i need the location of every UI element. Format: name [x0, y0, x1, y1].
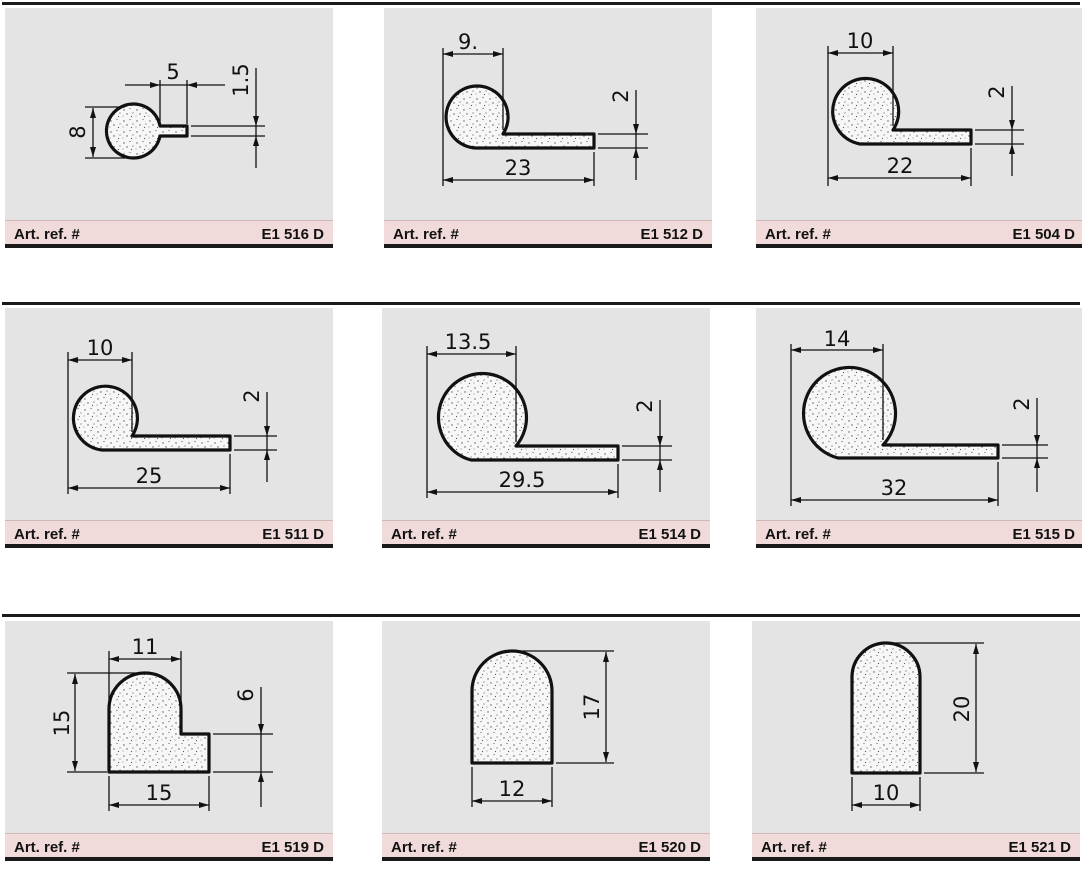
art-ref-label: Art. ref. #: [14, 226, 80, 243]
profile-drawing: 13.5 29.5 2: [382, 308, 710, 520]
profile-diagram: 17 12: [470, 649, 614, 807]
profile-card: 11 15 6 15 Art. ref. # E1 519 D: [5, 621, 333, 867]
seal-profile-shape: [801, 365, 1000, 460]
seal-profile-shape: [444, 84, 596, 150]
dim-label: 9.: [458, 30, 478, 54]
art-ref-label: Art. ref. #: [765, 226, 831, 243]
dim-label: 12: [499, 777, 526, 801]
art-ref-label: Art. ref. #: [14, 839, 80, 856]
profile-diagram: 8 5 1.5: [66, 60, 265, 168]
profile-drawing: 10 25 2: [5, 308, 333, 520]
dim-label: 17: [580, 694, 604, 721]
seal-profile-shape: [71, 384, 232, 452]
art-ref-label: Art. ref. #: [391, 839, 457, 856]
dim-label: 29.5: [499, 468, 546, 492]
art-ref-number: E1 512 D: [640, 226, 703, 243]
dim-label: 15: [50, 710, 74, 737]
art-ref-bar: Art. ref. # E1 521 D: [752, 833, 1080, 861]
dim-label: 2: [240, 389, 264, 402]
art-ref-bar: Art. ref. # E1 520 D: [382, 833, 710, 861]
dim-label: 1.5: [229, 63, 253, 96]
profile-diagram: 20 10: [850, 641, 984, 811]
profile-drawing: 10 22 2: [756, 8, 1082, 220]
profile-card: 10 25 2 Art. ref. # E1 511 D: [5, 308, 333, 554]
art-ref-bar: Art. ref. # E1 516 D: [5, 220, 333, 248]
profile-card: 8 5 1.5 Art. ref. # E1 516 D: [5, 8, 333, 254]
dim-label: 11: [132, 635, 159, 659]
art-ref-label: Art. ref. #: [391, 526, 457, 543]
art-ref-label: Art. ref. #: [765, 526, 831, 543]
separator-rule: [2, 2, 1080, 5]
dim-label: 25: [136, 464, 163, 488]
profile-card: 14 32 2 Art. ref. # E1 515 D: [756, 308, 1082, 554]
dim-label: 2: [633, 399, 657, 412]
profile-diagram: 10 25 2: [67, 336, 277, 494]
profile-card: 10 22 2 Art. ref. # E1 504 D: [756, 8, 1082, 254]
art-ref-label: Art. ref. #: [14, 526, 80, 543]
dim-label: 2: [1010, 397, 1034, 410]
art-ref-label: Art. ref. #: [761, 839, 827, 856]
profile-drawing: 20 10: [752, 621, 1080, 833]
dim-label: 22: [887, 154, 914, 178]
separator-rule: [2, 614, 1080, 617]
art-ref-number: E1 520 D: [638, 839, 701, 856]
seal-profile-shape: [436, 371, 620, 462]
art-ref-bar: Art. ref. # E1 514 D: [382, 520, 710, 548]
art-ref-bar: Art. ref. # E1 511 D: [5, 520, 333, 548]
seal-profile-shape: [850, 641, 922, 775]
dim-label: 32: [881, 476, 908, 500]
profile-card: 20 10 Art. ref. # E1 521 D: [752, 621, 1080, 867]
seal-profile-shape: [107, 671, 211, 774]
art-ref-number: E1 511 D: [262, 526, 324, 543]
profile-drawing: 17 12: [382, 621, 710, 833]
art-ref-bar: Art. ref. # E1 512 D: [384, 220, 712, 248]
art-ref-number: E1 521 D: [1008, 839, 1071, 856]
profile-drawing: 9. 23 2: [384, 8, 712, 220]
art-ref-bar: Art. ref. # E1 515 D: [756, 520, 1082, 548]
art-ref-bar: Art. ref. # E1 504 D: [756, 220, 1082, 248]
art-ref-label: Art. ref. #: [393, 226, 459, 243]
seal-profile-shape: [831, 76, 973, 146]
dim-label: 5: [166, 60, 179, 84]
profile-diagram: 10 22 2: [827, 29, 1024, 186]
separator-rule: [2, 302, 1080, 305]
art-ref-bar: Art. ref. # E1 519 D: [5, 833, 333, 861]
art-ref-number: E1 514 D: [638, 526, 701, 543]
profile-card: 17 12 Art. ref. # E1 520 D: [382, 621, 710, 867]
dim-label: 6: [234, 688, 258, 701]
dim-label: 10: [87, 336, 114, 360]
profile-drawing: 14 32 2: [756, 308, 1082, 520]
art-ref-number: E1 504 D: [1012, 226, 1075, 243]
dim-label: 10: [873, 781, 900, 805]
profile-card: 9. 23 2 Art. ref. # E1 512 D: [384, 8, 712, 254]
dim-label: 8: [66, 125, 90, 138]
profile-diagram: 14 32 2: [790, 327, 1048, 506]
dim-label: 23: [505, 156, 532, 180]
art-ref-number: E1 515 D: [1012, 526, 1075, 543]
profile-card: 13.5 29.5 2 Art. ref. # E1 514 D: [382, 308, 710, 554]
seal-profile-shape: [470, 649, 554, 765]
art-ref-number: E1 519 D: [261, 839, 324, 856]
dim-label: 13.5: [445, 330, 492, 354]
profile-diagram: 13.5 29.5 2: [426, 330, 672, 498]
dim-label: 2: [609, 89, 633, 102]
dim-label: 14: [824, 327, 851, 351]
profile-drawing: 8 5 1.5: [5, 8, 333, 220]
art-ref-number: E1 516 D: [261, 226, 324, 243]
dim-label: 20: [950, 696, 974, 723]
dim-label: 2: [985, 85, 1009, 98]
profile-diagram: 9. 23 2: [442, 30, 648, 186]
profile-drawing: 11 15 6 15: [5, 621, 333, 833]
profile-diagram: 11 15 6 15: [50, 635, 273, 811]
dim-label: 15: [146, 781, 173, 805]
seal-profile-shape: [104, 102, 189, 160]
dim-label: 10: [847, 29, 874, 53]
